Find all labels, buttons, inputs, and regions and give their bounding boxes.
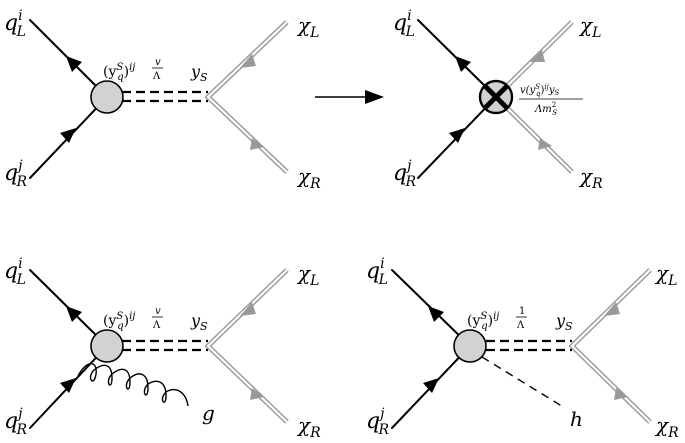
cross-icon-stroke xyxy=(483,84,509,110)
coupling-fraction-den: Λ xyxy=(152,71,161,82)
coupling-fraction-den: Λ xyxy=(516,320,525,331)
fermion-arrow xyxy=(449,128,465,143)
label-dm-top: χL xyxy=(654,261,677,289)
dm-arrow-bottom xyxy=(250,388,264,400)
dark-matter-lines xyxy=(568,268,652,424)
coupling-label-right: yS xyxy=(190,62,208,84)
label-dm-bottom: χR xyxy=(296,164,321,192)
dm-arrow-top xyxy=(240,302,256,316)
effective-vertex-blob xyxy=(90,80,124,114)
label-dm-bottom: χR xyxy=(578,164,603,192)
dark-matter-lines xyxy=(204,20,289,174)
reduction-arrow xyxy=(315,90,384,104)
fermion-arrow xyxy=(60,128,76,143)
fermion-arrow xyxy=(66,56,82,72)
coupling-label-right: yS xyxy=(555,311,573,333)
dark-matter-lines xyxy=(204,268,289,424)
coupling-fraction-num: 1 xyxy=(519,306,525,317)
label-gluon: g xyxy=(202,401,215,425)
label-dm-bottom: χR xyxy=(654,413,679,441)
fermion-arrow xyxy=(455,56,471,72)
coupling-label-right: yS xyxy=(190,311,208,333)
label-dm-bottom: χR xyxy=(296,413,321,441)
effective-vertex-blob xyxy=(453,329,487,363)
label-dm-top: χL xyxy=(578,13,601,41)
higgs-line xyxy=(481,356,566,409)
gluon-line xyxy=(77,363,189,407)
effective-vertex-blob xyxy=(90,329,124,363)
label-higgs: h xyxy=(570,407,583,431)
dark-matter-lines-inner xyxy=(206,21,288,173)
coupling-fraction-num: v xyxy=(155,57,161,68)
label-dm-top: χL xyxy=(296,261,319,289)
fermion-arrow xyxy=(428,306,444,322)
coupling-fraction-num: v xyxy=(155,306,161,317)
dm-arrow-bottom xyxy=(250,138,264,150)
dm-arrow-top xyxy=(604,302,620,316)
fermion-arrow xyxy=(423,378,439,393)
label-dm-top: χL xyxy=(296,13,319,41)
dm-arrow-bottom xyxy=(538,138,552,150)
fermion-arrow xyxy=(60,378,76,393)
dark-matter-lines-inner xyxy=(206,269,288,423)
arrow-head xyxy=(365,90,384,104)
dm-arrow-top xyxy=(530,50,545,62)
coupling-fraction-den: Λ xyxy=(152,320,161,331)
fermion-arrow xyxy=(66,306,82,322)
dm-arrow-top xyxy=(240,54,256,68)
dark-matter-lines-inner xyxy=(570,269,651,423)
dm-arrow-bottom xyxy=(614,388,628,400)
